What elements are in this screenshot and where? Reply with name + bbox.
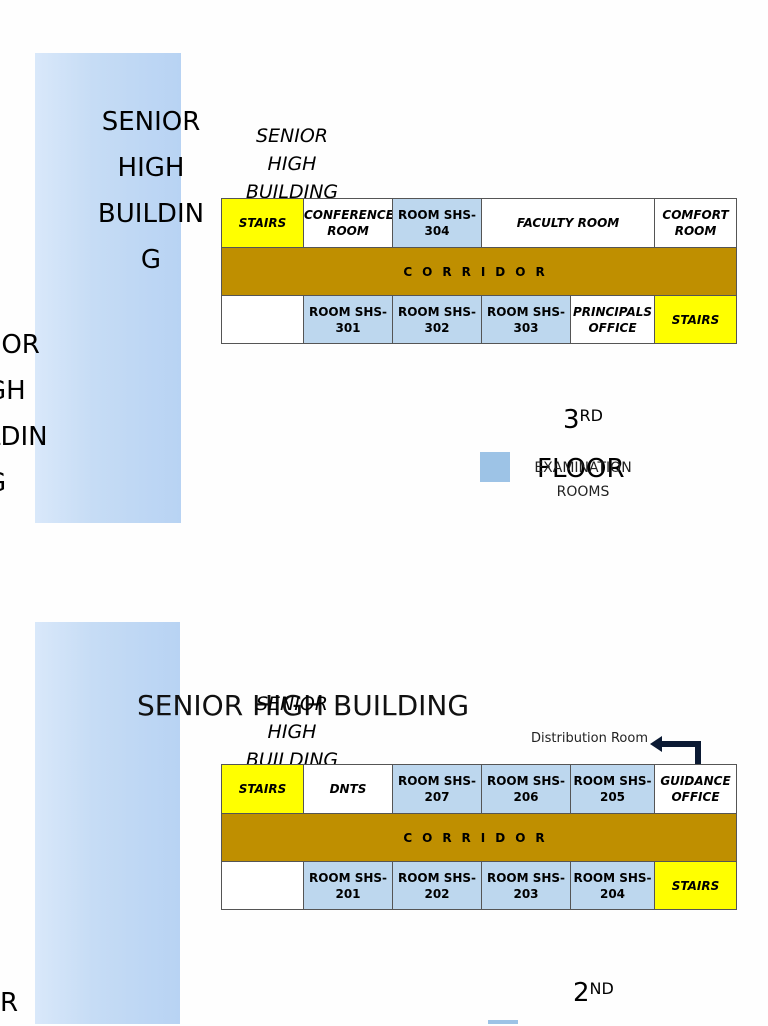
floor3-room-shs-303: ROOM SHS-303 xyxy=(481,295,571,344)
legend-swatch-bottom-partial xyxy=(488,1020,518,1024)
floor3-empty-cell xyxy=(221,295,304,344)
distribution-room-note: Distribution Room xyxy=(531,731,648,746)
floor2-number: 2 xyxy=(573,978,590,1008)
floor3-room-shs-301: ROOM SHS-301 xyxy=(303,295,393,344)
floor2-room-shs-207: ROOM SHS-207 xyxy=(392,764,482,814)
floor2-room-shs-204: ROOM SHS-204 xyxy=(570,861,655,910)
floor2-room-shs-201: ROOM SHS-201 xyxy=(303,861,393,910)
floor2-room-shs-203: ROOM SHS-203 xyxy=(481,861,571,910)
building-italic-label-bottom: SENIOR HIGH BUILDING xyxy=(245,693,339,771)
floor3-plan: STAIRS CONFERENCE ROOM ROOM SHS-304 FACU… xyxy=(220,198,738,344)
floor3-faculty-room: FACULTY ROOM xyxy=(480,198,656,248)
floor2-label: 2ND xyxy=(573,978,614,1008)
building-panel-top xyxy=(35,53,181,523)
building-panel-bottom xyxy=(35,622,180,1024)
arrow-turn-icon xyxy=(650,736,701,770)
floor3-comfort-room: COMFORT ROOM xyxy=(654,198,738,248)
floor3-room-shs-304: ROOM SHS-304 xyxy=(392,198,482,248)
floor3-corridor: CORRIDOR xyxy=(220,247,738,296)
building-title-line: SENIOR HIGH BUILDING xyxy=(137,689,470,722)
floor2-room-shs-202: ROOM SHS-202 xyxy=(392,861,482,910)
floor2-empty-cell xyxy=(221,861,304,910)
legend-exam-text: EXAMINATION ROOMS xyxy=(534,460,632,500)
floor3-number: 3 xyxy=(563,405,580,435)
floor2-stairs-bottom: STAIRS xyxy=(654,861,737,910)
floor3-room-shs-302: ROOM SHS-302 xyxy=(392,295,482,344)
floor3-suffix: RD xyxy=(579,406,603,425)
building-big-label-top: SENIOR HIGH BUILDIN G xyxy=(97,107,205,275)
floor2-room-shs-205: ROOM SHS-205 xyxy=(570,764,655,814)
building-italic-label-top: SENIOR HIGH BUILDING xyxy=(245,125,339,203)
building-side-label-cut-bottom: R xyxy=(0,988,19,1018)
floor2-room-shs-206: ROOM SHS-206 xyxy=(481,764,571,814)
floor2-dnts: DNTS xyxy=(303,764,393,814)
floor2-stairs-top: STAIRS xyxy=(221,764,304,814)
building-side-label-cut-top: IIOR GH LDIN G xyxy=(0,330,48,498)
floor2-plan: STAIRS DNTS ROOM SHS-207 ROOM SHS-206 RO… xyxy=(221,764,737,910)
floor2-guidance-office: GUIDANCE OFFICE xyxy=(654,764,737,814)
floor3-conference-room: CONFERENCE ROOM xyxy=(303,198,393,248)
legend-exam-swatch xyxy=(480,452,510,482)
floor3-label: 3RD xyxy=(563,405,603,435)
floor3-stairs-top: STAIRS xyxy=(221,198,304,248)
floor2-corridor: CORRIDOR xyxy=(221,813,737,862)
floor3-word: FLOOR xyxy=(537,454,625,484)
floor3-stairs-bottom: STAIRS xyxy=(654,295,738,344)
floor2-suffix: ND xyxy=(589,979,614,998)
floor3-principals-office: PRINCIPALS OFFICE xyxy=(569,295,656,344)
